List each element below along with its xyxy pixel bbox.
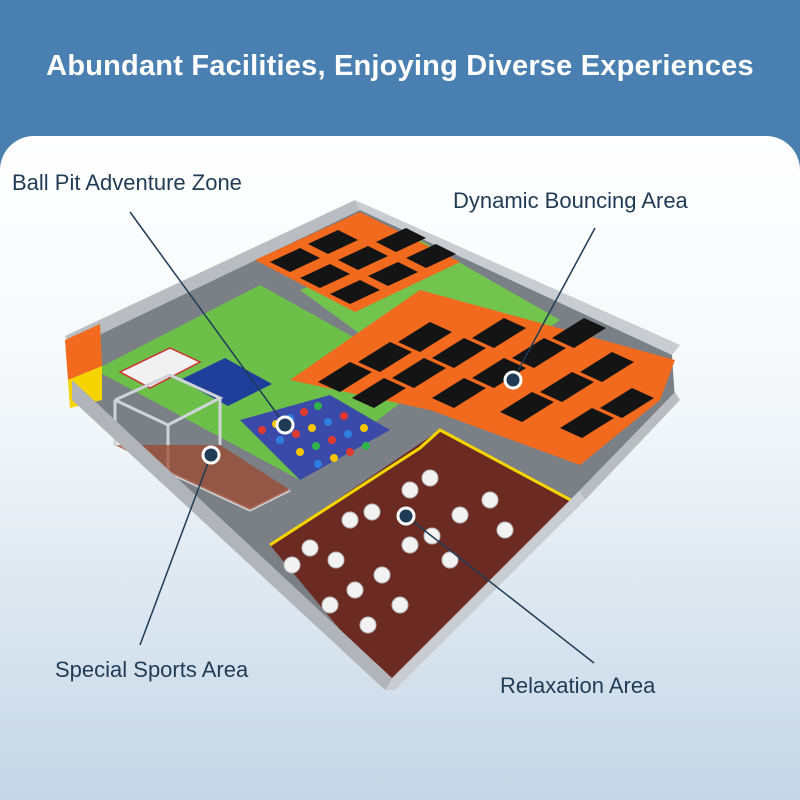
yellow-railing — [269, 428, 581, 547]
right-wall — [580, 392, 680, 500]
label-relaxation: Relaxation Area — [500, 673, 656, 698]
front-left-wall — [72, 380, 392, 690]
label-bouncing: Dynamic Bouncing Area — [453, 188, 688, 213]
label-ball-pit: Ball Pit Adventure Zone — [12, 170, 242, 195]
label-special-sports: Special Sports Area — [55, 657, 249, 682]
trampoline-beds — [318, 318, 654, 438]
orange-wall-block — [65, 324, 102, 380]
back-wall — [65, 200, 360, 348]
marker-relaxation — [396, 506, 416, 526]
marker-special-sports — [201, 445, 221, 465]
zone-markers — [201, 370, 523, 526]
marker-ball-pit — [275, 415, 295, 435]
leader-lines — [129, 211, 596, 664]
right-back-wall — [355, 200, 680, 355]
page-title: Abundant Facilities, Enjoying Diverse Ex… — [46, 50, 754, 82]
upper-court-beds — [270, 228, 456, 304]
blue-mat — [180, 358, 272, 406]
marker-bouncing — [503, 370, 523, 390]
header-band: Abundant Facilities, Enjoying Diverse Ex… — [0, 0, 800, 150]
front-right-wall — [385, 490, 585, 690]
sports-court — [118, 347, 202, 389]
ball-pit — [240, 395, 390, 480]
